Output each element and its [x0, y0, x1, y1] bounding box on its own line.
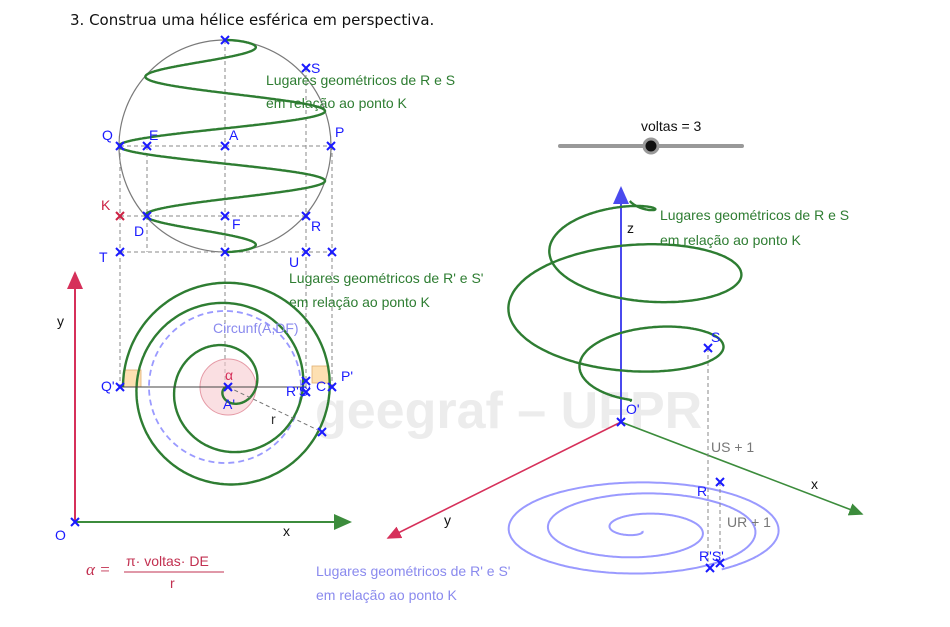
point-marker-r	[301, 211, 311, 221]
loci-rps-left-line1: Lugares geométricos de R' e S'	[289, 270, 483, 286]
label-alpha: α	[225, 367, 233, 383]
label-s-3d: S	[711, 329, 720, 345]
alpha-formula: α = π· voltas· DE r	[86, 553, 224, 591]
label-p-prime: P'	[341, 368, 353, 384]
perspective-view	[386, 186, 864, 575]
label-r-radius: r	[271, 411, 276, 427]
x-axis-3d	[620, 421, 864, 516]
label-q-prime: Q'	[101, 378, 115, 394]
point-markers	[70, 35, 725, 573]
loci-rs-right-line2: em relação ao ponto K	[660, 232, 802, 248]
label-p: P	[335, 124, 344, 140]
axis-label-x-2d: x	[283, 523, 290, 539]
plan-r-line	[227, 386, 323, 433]
label-t: T	[99, 249, 108, 265]
label-rs-prime: R'S'	[286, 383, 311, 399]
slider-label: voltas = 3	[641, 118, 702, 134]
point-marker-s-3d	[703, 343, 713, 353]
point-marker-f	[220, 211, 230, 221]
point-marker-r-3d	[715, 477, 725, 487]
loci-rps-right-line1: Lugares geométricos de R' e S'	[316, 563, 510, 579]
loci-rps-left-line2: em relação ao ponto K	[289, 294, 431, 310]
loci-rs-left-line2: em relação ao ponto K	[266, 95, 408, 111]
point-marker-s-top	[301, 63, 311, 73]
point-marker-mid-bottom	[220, 247, 230, 257]
spherical-helix-3d	[507, 200, 743, 402]
point-marker-k	[115, 211, 125, 221]
axis-label-y-3d: y	[444, 512, 451, 528]
point-marker-o-prime	[616, 417, 626, 427]
label-r: R	[311, 218, 321, 234]
loci-rps-right-line2: em relação ao ponto K	[316, 587, 458, 603]
point-marker-q-prime	[115, 382, 125, 392]
circunf-label: Circunf(A,DF)	[213, 320, 299, 336]
point-marker-e	[142, 141, 152, 151]
label-rs-prime-3d: R'S'	[699, 548, 724, 564]
label-c: C	[316, 378, 326, 394]
helix-shadow-3d	[507, 481, 780, 575]
formula-lhs: α =	[86, 560, 111, 579]
label-a: A	[229, 127, 239, 143]
point-marker-q	[115, 141, 125, 151]
axis-labels: y x z x y	[57, 220, 818, 539]
point-marker-p	[326, 141, 336, 151]
point-marker-c	[327, 382, 337, 392]
axis-label-z-3d: z	[627, 220, 634, 236]
axis-label-y-2d: y	[57, 313, 64, 329]
point-marker-right-bottom	[327, 247, 337, 257]
task-title: 3. Construa uma hélice esférica em persp…	[70, 11, 434, 29]
watermark: geegraf – UFPR	[315, 382, 702, 440]
point-marker-rs-3d-2	[715, 558, 725, 568]
voltas-slider[interactable]: voltas = 3	[558, 118, 744, 155]
label-o: O	[55, 527, 66, 543]
point-marker-u	[301, 247, 311, 257]
loci-rs-right-line1: Lugares geométricos de R e S	[660, 207, 849, 223]
label-o-prime: O'	[626, 401, 640, 417]
point-marker-d	[142, 211, 152, 221]
label-e: E	[149, 127, 158, 143]
annotations: Lugares geométricos de R e S em relação …	[213, 72, 849, 603]
label-f: F	[232, 216, 241, 232]
label-u: U	[289, 254, 299, 270]
label-r-3d: R	[697, 483, 707, 499]
point-marker-rs-prime-1	[301, 376, 311, 386]
loci-rs-left-line1: Lugares geométricos de R e S	[266, 72, 455, 88]
point-marker-a	[220, 141, 230, 151]
point-labels: S Q E A P K D F R T U Q' A' R'S' C P' r …	[55, 60, 724, 564]
point-marker-t	[115, 247, 125, 257]
label-a-prime: A'	[223, 396, 235, 412]
label-q: Q	[102, 127, 113, 143]
label-d: D	[134, 223, 144, 239]
point-marker-s	[220, 35, 230, 45]
vertical-guides-3d	[707, 348, 721, 566]
point-marker-r-end	[317, 427, 327, 437]
slider-handle[interactable]	[642, 137, 660, 155]
point-marker-a-prime	[223, 382, 233, 392]
y-axis-3d	[386, 421, 622, 539]
point-marker-o	[70, 517, 80, 527]
point-marker-rs-3d-1	[705, 563, 715, 573]
label-k: K	[101, 197, 111, 213]
ur-label: UR + 1	[727, 514, 771, 530]
axis-label-x-3d: x	[811, 476, 818, 492]
formula-numerator: π· voltas· DE	[126, 553, 209, 569]
us-label: US + 1	[711, 439, 754, 455]
formula-denominator: r	[170, 575, 175, 591]
point-marker-rs-prime-2	[301, 387, 311, 397]
label-s: S	[311, 60, 320, 76]
